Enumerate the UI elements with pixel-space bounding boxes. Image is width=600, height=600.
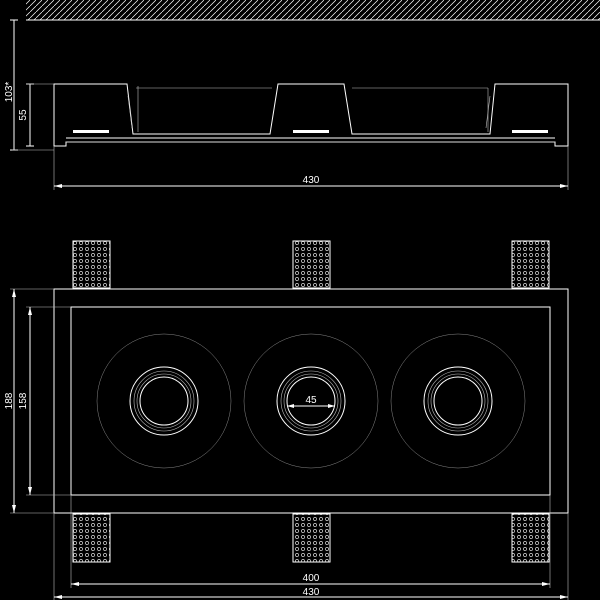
top-height-dimensions (10, 288, 71, 514)
mounting-clip (292, 513, 331, 563)
dimension-inner-height: 158 (18, 392, 29, 409)
dimension-outer-height: 188 (4, 392, 15, 409)
mounting-clip (292, 240, 331, 289)
mounting-clips-bottom (72, 513, 550, 563)
mounting-clip (72, 513, 111, 563)
mounting-clip (511, 240, 550, 289)
top-width-dimensions (53, 495, 569, 600)
dimension-total-height: 103* (4, 82, 15, 103)
dimension-outer-width: 430 (303, 587, 320, 598)
dimension-side-width: 430 (303, 175, 320, 186)
lamp-hole-center (243, 333, 379, 469)
mounting-clips-top (72, 240, 550, 289)
side-view-profile (53, 83, 569, 147)
outer-frame (53, 288, 569, 514)
inner-frame (70, 306, 551, 496)
lamp-hole-left (96, 333, 232, 469)
side-view (53, 83, 569, 147)
lamp-hole-right (390, 333, 526, 469)
dimension-hole-diameter: 45 (305, 395, 317, 406)
slot-mark (73, 130, 109, 133)
slot-mark (512, 130, 548, 133)
slot-mark (293, 130, 329, 133)
mounting-clip (511, 513, 550, 563)
side-height-dimensions (10, 19, 54, 151)
dimension-inner-width: 400 (303, 573, 320, 584)
dimension-body-height: 55 (18, 109, 29, 121)
ceiling-hatch (26, 0, 600, 21)
side-width-dimension (53, 146, 569, 190)
hole-diameter-dimension (287, 404, 335, 408)
mounting-clip (72, 240, 111, 289)
